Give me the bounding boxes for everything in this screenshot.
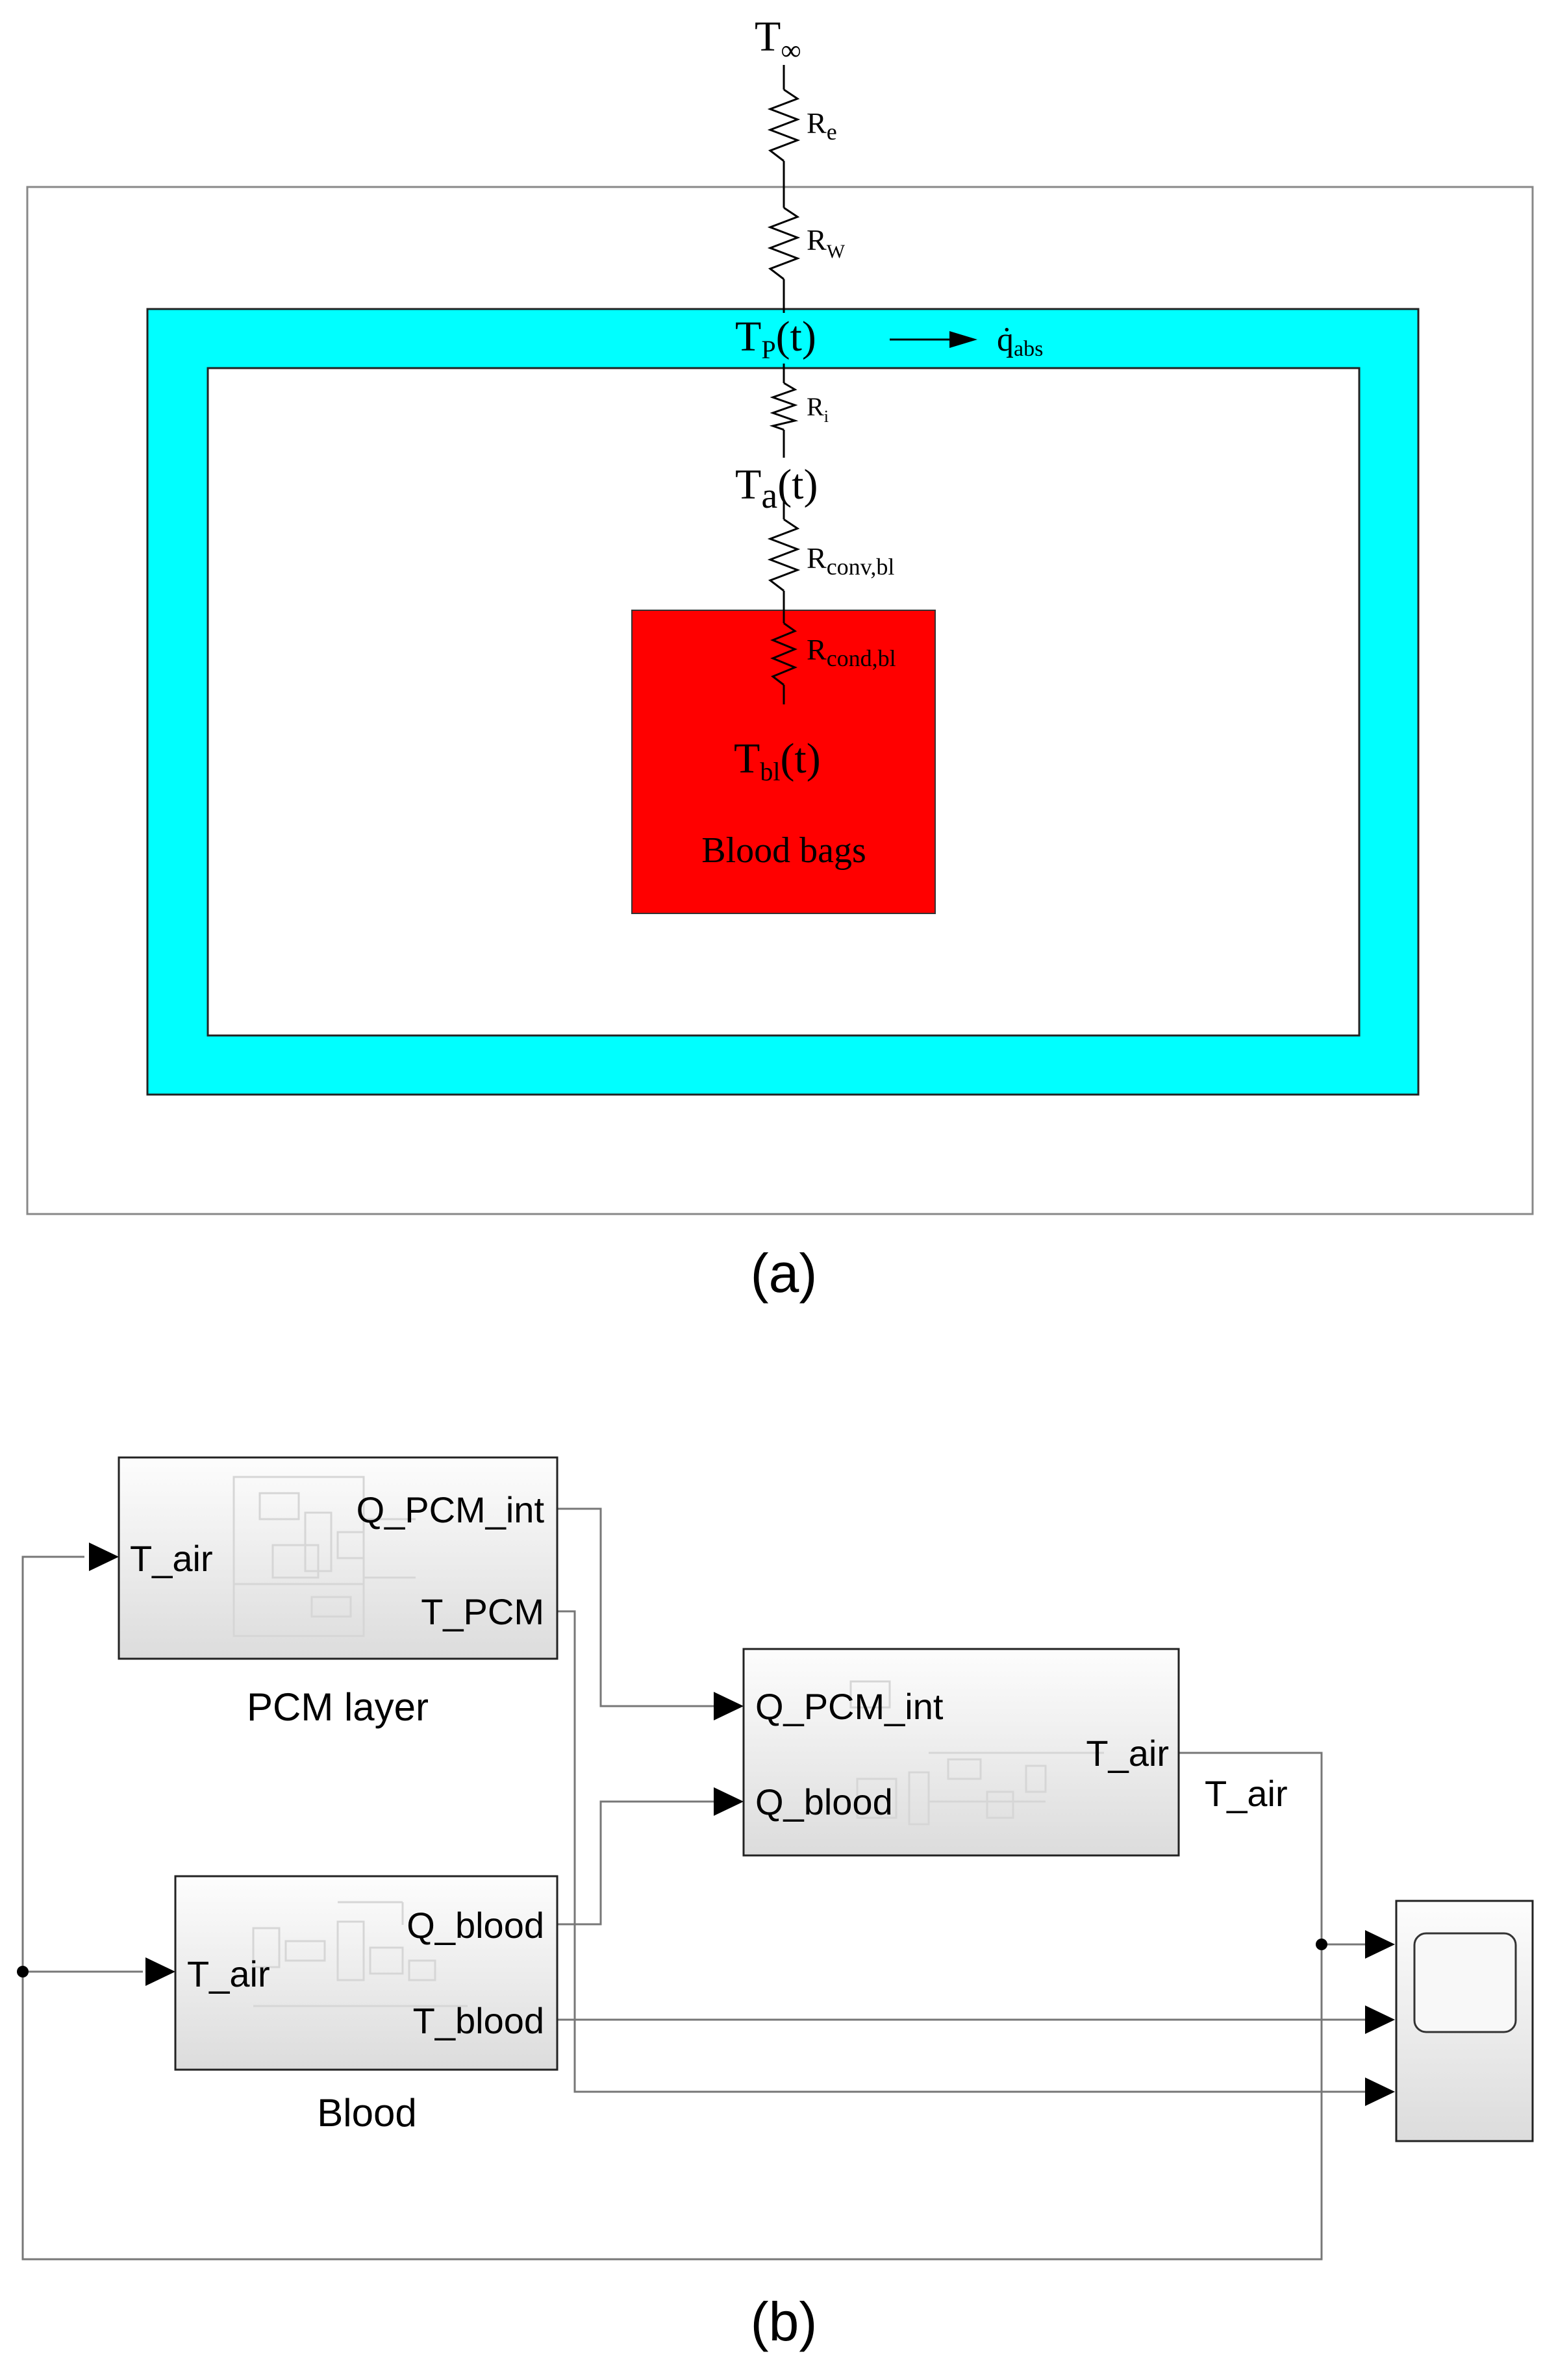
node-t-bl: Tbl(t) bbox=[734, 735, 821, 786]
label-q-abs: q̇abs bbox=[997, 321, 1043, 361]
resistor-ri-symbol bbox=[769, 382, 799, 431]
pcm-subsystem-preview bbox=[232, 1476, 416, 1637]
blood-block[interactable]: T_air Q_blood T_blood bbox=[174, 1875, 558, 2071]
label-r-e: Re bbox=[807, 106, 837, 145]
resistor-re-symbol bbox=[767, 88, 801, 162]
panel-a: T∞ TP(t) Ta(t) Tbl(t) Re RW Ri Rconv,bl … bbox=[26, 13, 1534, 1304]
signal-wires bbox=[21, 1507, 1367, 2261]
signal-arrowheads bbox=[89, 1543, 1395, 2106]
pcm-layer-block[interactable]: T_air Q_PCM_int T_PCM bbox=[118, 1456, 558, 1660]
label-r-w: RW bbox=[807, 223, 846, 262]
heat-flux-arrowhead bbox=[949, 331, 977, 348]
scope-block[interactable] bbox=[1395, 1900, 1534, 2142]
blood-output-q-blood: Q_blood bbox=[407, 1905, 544, 1946]
node-t-p: TP(t) bbox=[735, 313, 816, 364]
junction-dot-left bbox=[17, 1966, 29, 1977]
scope-icon bbox=[1413, 1932, 1517, 2033]
air-block[interactable]: Q_PCM_int Q_blood T_air bbox=[742, 1648, 1180, 1857]
air-output-t-air: T_air bbox=[1086, 1733, 1169, 1774]
resistor-rcond-symbol bbox=[770, 622, 797, 686]
node-t-a: Ta(t) bbox=[735, 461, 818, 516]
resistor-rconv-symbol bbox=[767, 518, 801, 592]
pcm-layer-block-name: PCM layer bbox=[247, 1685, 429, 1729]
label-r-cond: Rcond,bl bbox=[807, 633, 896, 671]
blood-subsystem-preview bbox=[252, 1901, 468, 2007]
air-input-q-pcm-int: Q_PCM_int bbox=[755, 1686, 944, 1727]
resistor-rw-symbol bbox=[767, 206, 801, 280]
pcm-input-t-air: T_air bbox=[130, 1538, 213, 1579]
caption-a: (a) bbox=[751, 1243, 818, 1304]
junction-dot-right bbox=[1316, 1939, 1327, 1950]
outer-enclosure-box bbox=[26, 186, 1534, 1215]
t-air-signal-label: T_air bbox=[1205, 1773, 1288, 1814]
blood-bags-label: Blood bags bbox=[701, 830, 866, 871]
pcm-output-t-pcm: T_PCM bbox=[421, 1591, 544, 1632]
air-subsystem-preview bbox=[849, 1680, 1104, 1826]
caption-b: (b) bbox=[751, 2291, 818, 2352]
node-t-infinity: T∞ bbox=[755, 13, 801, 66]
air-input-q-blood: Q_blood bbox=[755, 1781, 893, 1822]
blood-block-name: Blood bbox=[317, 2091, 416, 2135]
blood-input-t-air: T_air bbox=[187, 1953, 270, 1994]
blood-output-t-blood: T_blood bbox=[413, 2000, 544, 2041]
label-r-conv: Rconv,bl bbox=[807, 541, 894, 580]
label-r-i: Ri bbox=[807, 392, 829, 426]
panel-b: T_air Q_PCM_int T_PCM PCM layer Q_PCM_in… bbox=[17, 1456, 1534, 2352]
pcm-output-q-pcm-int: Q_PCM_int bbox=[357, 1489, 545, 1530]
